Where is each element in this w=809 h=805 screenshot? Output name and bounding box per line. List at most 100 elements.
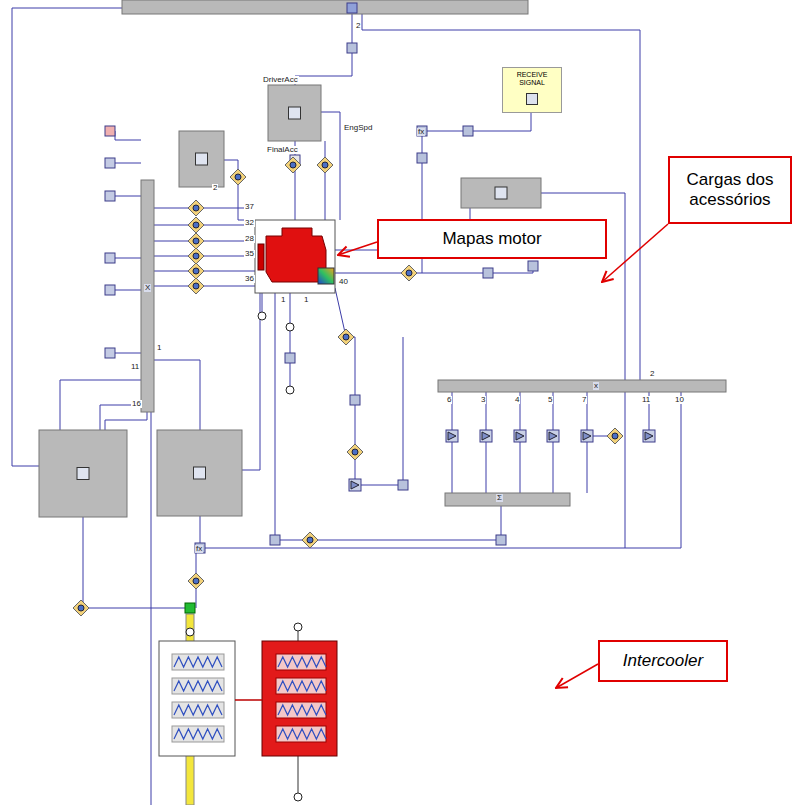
- sensor-dot: [290, 162, 296, 168]
- port-label: 37: [244, 203, 255, 211]
- component-block: [39, 430, 127, 517]
- sensor-dot: [193, 268, 199, 274]
- port-label: EngSpd: [343, 124, 373, 132]
- block-icon: [194, 467, 206, 479]
- port-label: 35: [244, 250, 255, 258]
- small-block-icon: [347, 43, 357, 53]
- gain-bg: [581, 430, 593, 442]
- top-bus-bar: [122, 0, 528, 14]
- sensor-dot: [193, 283, 199, 289]
- port-label: 28: [244, 235, 255, 243]
- signal-wire: [12, 8, 122, 466]
- small-block-icon: [398, 480, 408, 490]
- block-title: RECEIVE SIGNAL: [506, 71, 558, 87]
- component-block: [179, 131, 224, 187]
- signal-wire: [362, 14, 640, 380]
- port-label: 7: [581, 396, 587, 404]
- cooler-tube: [276, 702, 326, 718]
- sensor-diamond: [302, 532, 318, 548]
- sensor-dot: [322, 162, 328, 168]
- port-label: 2: [649, 370, 655, 378]
- signal-bus-left: [141, 180, 154, 412]
- sensor-dot: [352, 449, 358, 455]
- sum-bar: [445, 493, 570, 506]
- cooler-panel-air: [159, 641, 235, 756]
- gain-triangle: [516, 432, 524, 440]
- signal-wire: [60, 380, 141, 430]
- signal-wire: [502, 113, 531, 131]
- component-block: [268, 85, 321, 141]
- callout-leader: [338, 242, 377, 255]
- signal-wire: [200, 193, 625, 548]
- sensor-dot: [406, 270, 412, 276]
- component-block: [461, 178, 541, 208]
- small-block-icon: [105, 126, 115, 136]
- signal-wire: [115, 258, 141, 259]
- port-label: 11: [641, 396, 651, 404]
- callout-leader: [602, 224, 668, 282]
- signal-wire: [298, 631, 299, 641]
- small-block-icon: [195, 543, 205, 553]
- port-label: 6: [446, 396, 452, 404]
- port-label: fx: [195, 545, 203, 553]
- small-block-icon: [105, 285, 115, 295]
- signal-wire: [625, 392, 681, 548]
- sensor-dot: [193, 222, 199, 228]
- cooler-tube: [172, 654, 224, 670]
- signal-wire: [298, 756, 299, 793]
- block-icon: [77, 468, 89, 480]
- small-block-icon: [528, 261, 538, 271]
- cooler-tube: [276, 678, 326, 694]
- gain-triangle: [645, 432, 653, 440]
- callout-text: Intercooler: [623, 651, 703, 671]
- sensor-dot: [235, 174, 241, 180]
- port-label: FinalAcc: [266, 146, 299, 154]
- sensor-diamond: [188, 233, 204, 249]
- port-label: 11: [130, 363, 140, 371]
- sensor-dot: [193, 578, 199, 584]
- sensor-dot: [193, 238, 199, 244]
- sensor-dot: [612, 433, 618, 439]
- sensor-diamond: [607, 428, 623, 444]
- signal-wire: [235, 699, 262, 701]
- port-label: 36: [244, 275, 255, 283]
- signal-wire: [355, 337, 403, 485]
- signal-bus-right: [438, 380, 726, 392]
- component-block: [157, 430, 242, 516]
- port-label: 1: [156, 344, 162, 352]
- signal-wire: [115, 163, 141, 164]
- sensor-dot: [193, 205, 199, 211]
- small-block-icon: [483, 268, 493, 278]
- signal-wire: [278, 681, 326, 691]
- small-block-icon: [105, 348, 115, 358]
- signal-wire: [100, 405, 141, 430]
- sensor-dot: [343, 334, 349, 340]
- port-label: 2: [355, 22, 361, 30]
- sensor-diamond: [401, 265, 417, 281]
- port-label: 1: [303, 296, 309, 304]
- sensor-diamond: [285, 157, 301, 173]
- signal-wire: [295, 14, 352, 85]
- port-circle: [294, 623, 302, 631]
- cooler-panel-red: [262, 641, 337, 756]
- small-block-icon: [105, 158, 115, 168]
- gain-triangle: [482, 432, 490, 440]
- port-label: 40: [338, 278, 349, 286]
- small-block-icon: [417, 126, 427, 136]
- signal-wire: [174, 681, 222, 691]
- port-circle: [286, 323, 294, 331]
- pipe-connector: [185, 603, 195, 613]
- signal-wire: [290, 293, 291, 387]
- port-label: x: [593, 382, 599, 390]
- cooler-tube: [172, 678, 224, 694]
- sensor-diamond: [73, 600, 89, 616]
- port-label: 4: [514, 396, 520, 404]
- cooler-tube: [276, 654, 326, 670]
- signal-wire: [115, 131, 141, 140]
- signal-receiver: RECEIVE SIGNAL: [502, 67, 562, 113]
- engine-icon: [266, 228, 326, 282]
- signal-wire: [242, 293, 260, 470]
- small-block-icon: [350, 395, 360, 405]
- callout-text: Cargas dos acessórios: [676, 170, 784, 209]
- small-block-icon: [105, 253, 115, 263]
